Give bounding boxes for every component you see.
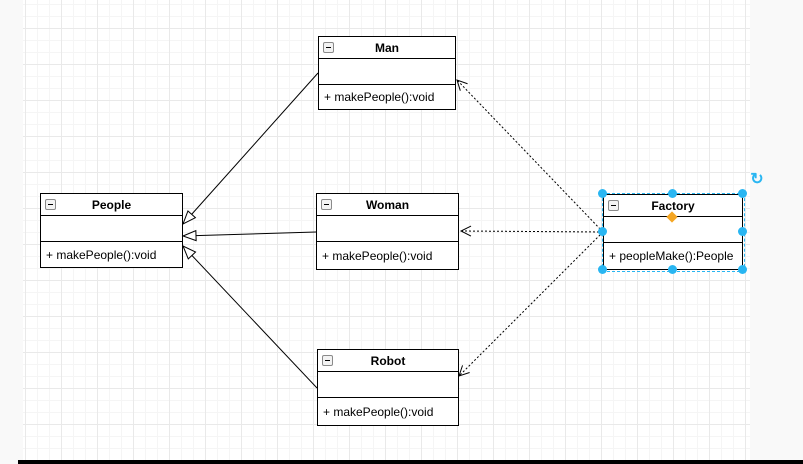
class-title: Woman [365, 197, 410, 212]
class-header: Man [319, 37, 455, 59]
resize-handle-n[interactable] [668, 189, 677, 198]
screen-bottom-edge [18, 460, 803, 464]
class-header: People [41, 194, 182, 216]
minus-glyph [48, 204, 53, 205]
selection-outline [602, 193, 745, 272]
class-box-woman[interactable]: Woman + makePeople():void [316, 193, 459, 270]
collapse-icon[interactable] [321, 199, 332, 210]
methods-section: + makePeople():void [317, 242, 458, 269]
rotate-icon[interactable]: ↻ [750, 171, 764, 188]
methods-section: + makePeople():void [319, 85, 455, 109]
class-title: Robot [370, 353, 406, 368]
methods-section: + makePeople():void [318, 398, 458, 425]
class-title: Man [375, 40, 399, 55]
resize-handle-w[interactable] [598, 227, 607, 236]
resize-handle-ne[interactable] [738, 189, 747, 198]
minus-glyph [325, 360, 330, 361]
attributes-section [318, 372, 458, 398]
attributes-section [319, 59, 455, 85]
class-box-robot[interactable]: Robot + makePeople():void [317, 349, 459, 426]
resize-handle-e[interactable] [738, 227, 747, 236]
minus-glyph [324, 204, 329, 205]
method-label: + makePeople():void [46, 247, 157, 262]
attributes-section [41, 216, 182, 242]
methods-section: + peopleMake():People [604, 243, 742, 269]
resize-handle-sw[interactable] [598, 265, 607, 274]
method-label: + makePeople():void [324, 90, 435, 104]
attributes-section [604, 217, 742, 243]
collapse-icon[interactable] [45, 199, 56, 210]
collapse-icon[interactable] [608, 200, 619, 211]
method-label: + makePeople():void [322, 248, 433, 263]
class-box-man[interactable]: Man + makePeople():void [318, 36, 456, 110]
class-title: Factory [651, 198, 695, 213]
minus-glyph [326, 47, 331, 48]
class-header: Robot [318, 350, 458, 372]
method-label: + peopleMake():People [609, 249, 734, 263]
resize-handle-s[interactable] [668, 265, 677, 274]
collapse-icon[interactable] [322, 355, 333, 366]
method-label: + makePeople():void [323, 404, 434, 419]
resize-handle-se[interactable] [738, 265, 747, 274]
attributes-section [317, 216, 458, 242]
resize-handle-nw[interactable] [598, 189, 607, 198]
methods-section: + makePeople():void [41, 242, 182, 267]
class-header: Woman [317, 194, 458, 216]
minus-glyph [611, 205, 616, 206]
class-box-people[interactable]: People + makePeople():void [40, 193, 183, 268]
class-title: People [91, 197, 132, 212]
collapse-icon[interactable] [323, 42, 334, 53]
